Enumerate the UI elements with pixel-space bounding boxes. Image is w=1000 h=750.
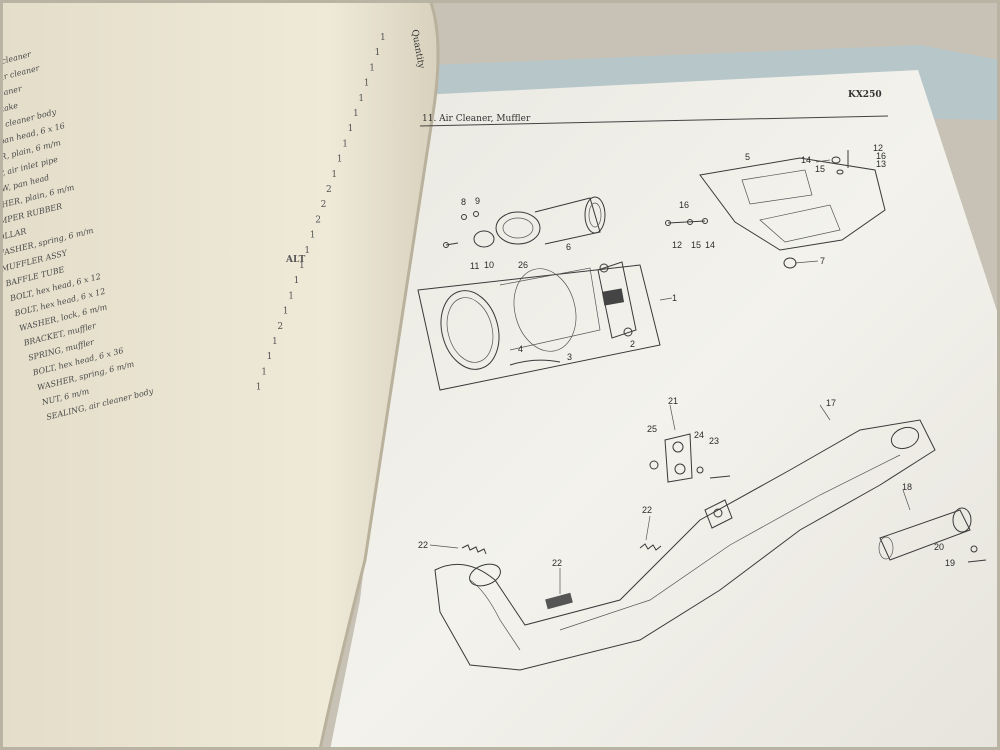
air-cleaner-cover <box>699 157 886 251</box>
callout-9: 9 <box>475 196 480 206</box>
quantity-value: 2 <box>315 215 321 225</box>
callout-16-top: 16 <box>876 151 886 161</box>
callout-23: 23 <box>709 436 719 446</box>
header-code: KX250 <box>848 90 882 100</box>
callout-21: 21 <box>668 396 678 406</box>
quantity-value: 1 <box>256 383 262 393</box>
callout-6: 6 <box>566 242 571 252</box>
quantity-value: 1 <box>337 155 343 165</box>
leader-lines <box>429 159 911 594</box>
top-right-hardware <box>831 150 849 175</box>
quantity-value: 1 <box>304 246 310 256</box>
callout-22-mid: 22 <box>552 558 562 568</box>
callout-16-mid: 16 <box>679 200 689 210</box>
callout-15-top: 15 <box>815 164 825 174</box>
quantity-value: 1 <box>369 63 375 73</box>
screw-set <box>665 218 708 226</box>
quantity-value: 1 <box>342 139 348 149</box>
callout-15-mid: 15 <box>691 240 701 250</box>
callout-12-mid: 12 <box>672 240 682 250</box>
callout-11: 11 <box>470 261 479 271</box>
quantity-value: 2 <box>277 322 283 332</box>
small-screws-left <box>443 211 479 248</box>
callout-3: 3 <box>567 352 572 362</box>
muffler-bracket <box>649 433 731 483</box>
quantity-value: 1 <box>380 33 386 43</box>
callout-19: 19 <box>945 558 955 568</box>
callout-10: 10 <box>484 260 494 270</box>
callout-14-top: 14 <box>801 155 811 165</box>
callout-2: 2 <box>630 339 635 349</box>
baffle-tube <box>878 507 972 561</box>
quantity-value: 1 <box>310 231 316 241</box>
callout-13: 13 <box>876 159 886 169</box>
callout-7: 7 <box>820 256 825 266</box>
air-cleaner-element <box>440 267 601 370</box>
callout-22-right: 22 <box>642 505 652 515</box>
washer-20 <box>970 545 978 553</box>
callout-18: 18 <box>902 482 912 492</box>
quantity-value: 1 <box>288 291 294 301</box>
alt-label: ALT <box>285 255 306 265</box>
callout-4: 4 <box>518 344 523 354</box>
quantity-value: 1 <box>331 170 337 180</box>
callout-14-mid: 14 <box>705 240 715 250</box>
element-holder <box>597 261 637 339</box>
muffler-assembly <box>434 419 936 671</box>
header-rule <box>419 115 889 127</box>
quantity-value: 2 <box>326 185 332 195</box>
quantity-value: 1 <box>348 124 354 134</box>
callout-5: 5 <box>745 152 750 162</box>
quantity-value: 1 <box>299 261 305 271</box>
right-page <box>330 70 1000 750</box>
callout-12-top: 12 <box>873 143 883 153</box>
callout-24: 24 <box>694 430 704 440</box>
quantity-value: 1 <box>364 79 370 89</box>
callout-26: 26 <box>518 260 528 270</box>
callout-labels: 1 2 3 4 5 6 7 8 9 10 11 12 12 13 14 14 1… <box>418 143 955 568</box>
section-title: 11. Air Cleaner, Muffler <box>422 114 531 124</box>
quantity-value: 1 <box>294 276 300 286</box>
left-page <box>0 0 439 750</box>
callout-20: 20 <box>934 542 944 552</box>
callout-22-left: 22 <box>418 540 428 550</box>
page-fold-shadow <box>318 0 440 750</box>
air-cleaner-box-outline <box>417 264 661 391</box>
callout-25: 25 <box>647 424 657 434</box>
callout-1: 1 <box>672 293 677 303</box>
air-intake-pipe <box>495 196 606 245</box>
quantity-value: 1 <box>358 94 364 104</box>
quantity-value: 1 <box>267 352 273 362</box>
quantity-value: 1 <box>272 337 278 347</box>
quantity-value: 1 <box>261 367 267 377</box>
bolt-19 <box>967 559 987 563</box>
quantity-value: 1 <box>375 48 381 58</box>
quantity-value: 1 <box>353 109 359 119</box>
quantity-value: 1 <box>283 307 289 317</box>
callout-17: 17 <box>826 398 836 408</box>
callout-8: 8 <box>461 197 466 207</box>
fastener <box>509 359 561 366</box>
clamp <box>473 230 495 248</box>
springs <box>461 543 662 610</box>
quantity-value: 2 <box>321 200 327 210</box>
